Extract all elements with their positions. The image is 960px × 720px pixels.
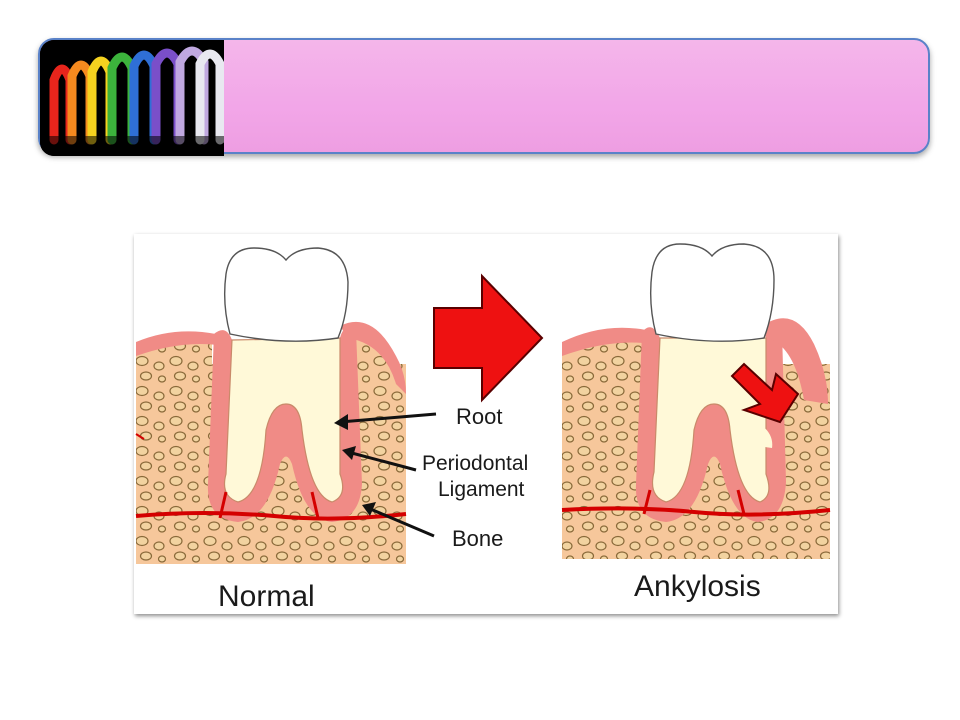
label-ankylosis: Ankylosis (634, 570, 761, 603)
rainbow-arches-logo (40, 40, 224, 156)
label-normal: Normal (218, 580, 315, 613)
label-periodontal: Periodontal (422, 452, 528, 475)
ankylosis-diagram: Root Periodontal Ligament Bone Normal An… (134, 234, 838, 614)
diagram-canvas: Root Periodontal Ligament Bone Normal An… (135, 243, 831, 613)
transition-arrow-icon (433, 273, 544, 403)
label-root: Root (456, 404, 502, 429)
label-bone: Bone (452, 526, 503, 551)
label-pointers (334, 412, 437, 538)
label-ligament: Ligament (438, 478, 525, 501)
normal-tooth-panel (135, 247, 407, 564)
ankylosis-pointer-arrow-icon (730, 362, 800, 424)
